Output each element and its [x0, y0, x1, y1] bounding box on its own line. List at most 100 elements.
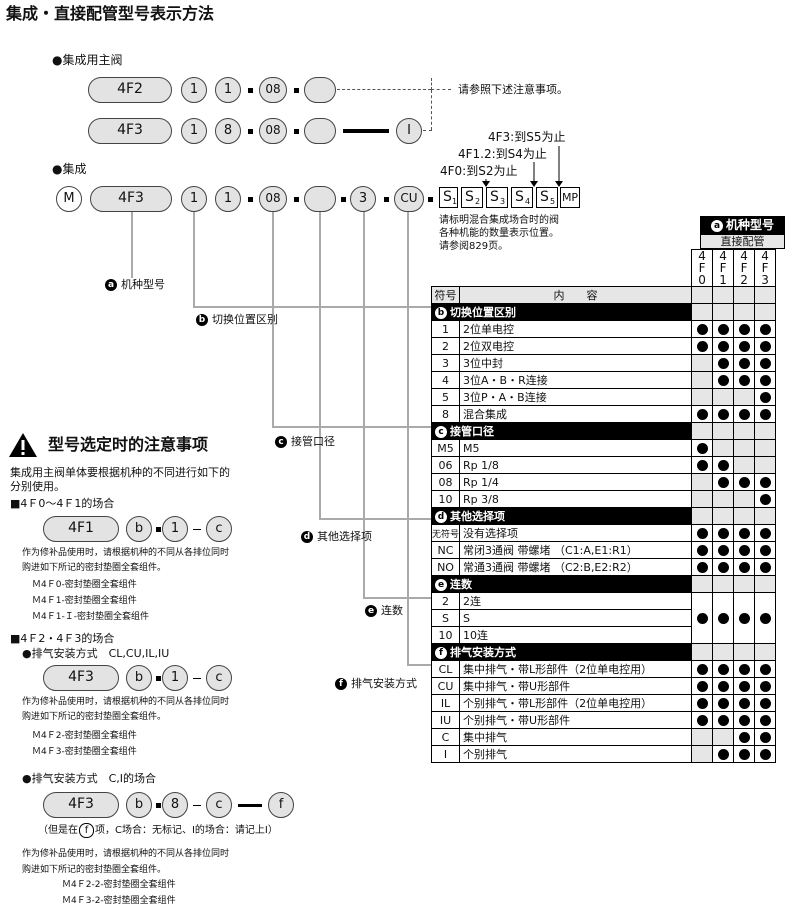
kit-item: Ｍ4Ｆ2-2-密封垫圈全套组件: [62, 880, 176, 890]
availability-cell: [712, 660, 735, 678]
availability-cell: [733, 320, 756, 338]
available-mark: [717, 562, 729, 573]
availability-cell: [733, 456, 756, 474]
availability-cell: [733, 354, 756, 372]
availability-cell: [733, 541, 756, 559]
availability-cell: [712, 371, 735, 389]
hyphen: [193, 529, 201, 530]
availability-cell: [712, 694, 735, 712]
available-mark: [738, 545, 750, 556]
available-mark: [696, 545, 708, 556]
availability-cell: [754, 371, 777, 389]
availability-cell: [754, 439, 777, 457]
available-mark: [759, 613, 771, 624]
available-mark: [696, 409, 708, 420]
row-content: 集中排气: [459, 728, 693, 746]
row-content: 个别排气・带L形部件（2位单电控用）: [459, 694, 693, 712]
model-pill: 4F3: [88, 118, 172, 144]
row-content: 3位中封: [459, 354, 693, 372]
connector-line: [407, 664, 431, 666]
warning-icon: [9, 433, 37, 457]
connector-line: [272, 426, 431, 428]
dashed-line: [337, 89, 431, 90]
code-circle: 3: [350, 186, 376, 212]
availability-cell: [712, 405, 735, 423]
row-code: IU: [430, 711, 461, 729]
availability-cell: [733, 371, 756, 389]
main-valve-label: ●集成用主阀: [52, 53, 123, 67]
available-mark: [696, 681, 708, 692]
kit-item: Ｍ4Ｆ1-密封垫圈全套组件: [32, 596, 137, 606]
available-mark: [759, 494, 771, 505]
available-mark: [738, 341, 750, 352]
case2-sub: ●排气安装方式 CL,CU,IL,IU: [22, 647, 170, 660]
row-content: S: [459, 609, 693, 627]
case3-note: 购进如下所记的密封垫圈全套组件。: [22, 865, 167, 875]
row-code: 10: [430, 490, 461, 508]
connector-line: [319, 212, 321, 520]
caution-intro: 分别使用。: [10, 480, 65, 493]
code-circle: 1: [215, 186, 241, 212]
code-circle: 1: [162, 665, 188, 691]
row-code: 10: [430, 626, 461, 644]
availability-cell: [691, 337, 714, 355]
direct-piping-header: 直接配管: [700, 234, 785, 249]
availability-cell: [691, 354, 714, 372]
connector-line: [407, 212, 409, 666]
available-mark: [759, 562, 771, 573]
availability-cell: [754, 320, 777, 338]
dashed-line: [423, 130, 432, 131]
dash-bar: [343, 129, 389, 133]
separator-dot: [428, 197, 433, 202]
available-mark: [717, 528, 729, 539]
available-mark: [759, 375, 771, 386]
code-circle: 1: [181, 118, 207, 144]
available-mark: [738, 715, 750, 726]
availability-cell: [754, 354, 777, 372]
availability-cell: [733, 660, 756, 678]
connector-line: [363, 212, 365, 599]
row-code: C: [430, 728, 461, 746]
case2-note: 作为修补品使用时，请根据机种的不同从各排位同时: [22, 697, 230, 707]
availability-cell: [712, 745, 735, 763]
code-circle: c: [206, 665, 232, 691]
available-mark: [717, 698, 729, 709]
availability-cell: [754, 337, 777, 355]
hyphen: [193, 678, 201, 679]
available-mark: [717, 749, 729, 760]
available-mark: [738, 409, 750, 420]
separator-dot: [156, 803, 161, 808]
available-mark: [759, 698, 771, 709]
kit-item: Ｍ4Ｆ3-密封垫圈全套组件: [32, 747, 137, 757]
model-pill: 4F3: [43, 665, 119, 691]
available-mark: [759, 545, 771, 556]
availability-cell: [733, 677, 756, 695]
row-code: 3: [430, 354, 461, 372]
available-mark: [696, 528, 708, 539]
row-code: 4: [430, 371, 461, 389]
row-content: 混合集成: [459, 405, 693, 423]
available-mark: [717, 613, 729, 624]
row-code: CL: [430, 660, 461, 678]
row-code: S: [430, 609, 461, 627]
code-circle: 1: [181, 186, 207, 212]
available-mark: [759, 732, 771, 743]
row-code: IL: [430, 694, 461, 712]
available-mark: [759, 409, 771, 420]
